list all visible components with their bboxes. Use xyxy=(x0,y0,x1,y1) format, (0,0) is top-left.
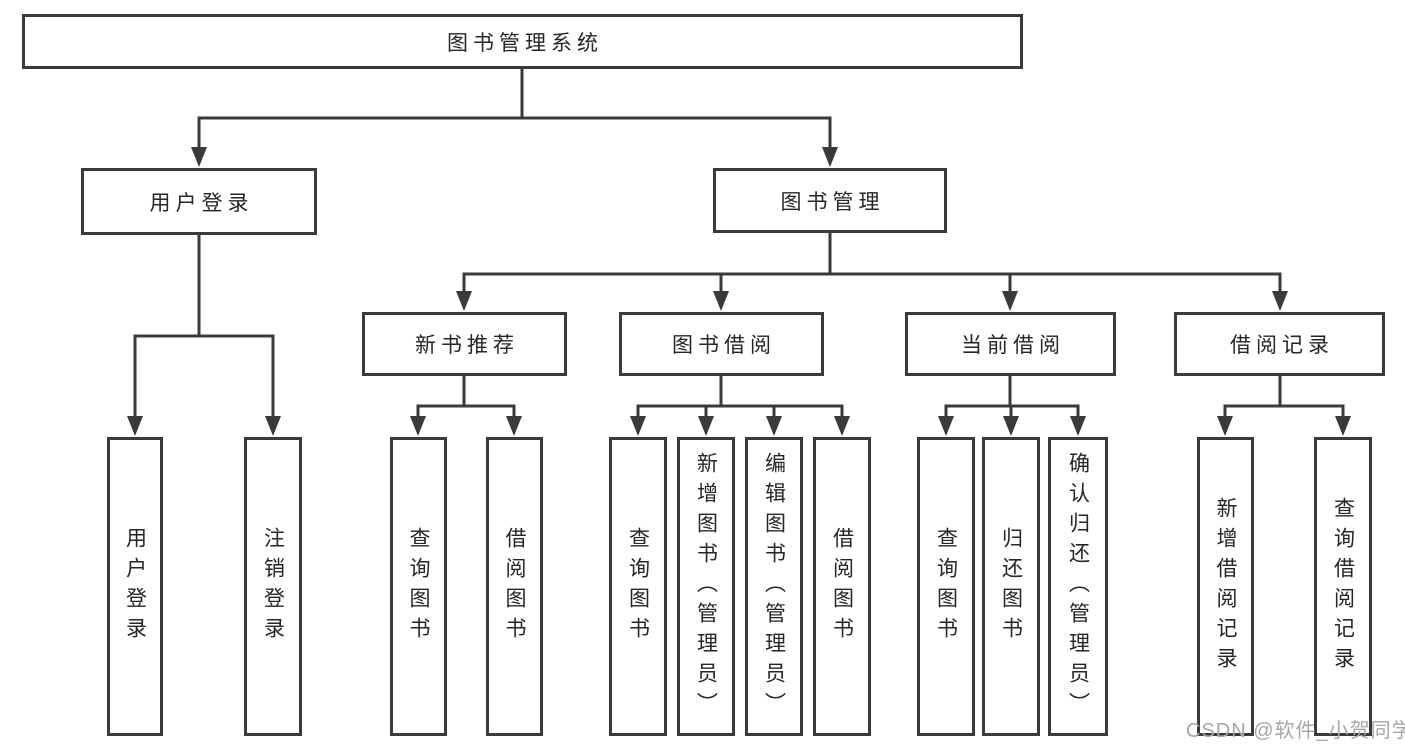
arrow-down-icon xyxy=(1335,416,1351,436)
node-current-borrow: 当前借阅 xyxy=(905,312,1116,376)
leaf-current-confirm-return-admin: 确认归还（管理员） xyxy=(1048,437,1108,736)
node-user-login: 用户登录 xyxy=(81,168,317,235)
arrow-down-icon xyxy=(506,416,522,436)
arrow-down-icon xyxy=(456,291,472,311)
leaf-current-return-book: 归还图书 xyxy=(982,437,1040,736)
arrow-down-icon xyxy=(766,416,782,436)
leaf-recommend-borrow-book: 借阅图书 xyxy=(486,437,543,736)
arrow-down-icon xyxy=(713,291,729,311)
leaf-logout: 注销登录 xyxy=(244,437,302,736)
leaf-recommend-query-book: 查询图书 xyxy=(390,437,447,736)
node-new-book-recommend: 新书推荐 xyxy=(362,312,567,376)
node-book-borrow: 图书借阅 xyxy=(619,312,824,376)
arrow-down-icon xyxy=(265,416,281,436)
leaf-records-query-record: 查询借阅记录 xyxy=(1314,437,1372,736)
leaf-user-login: 用户登录 xyxy=(107,437,163,736)
arrow-down-icon xyxy=(938,416,954,436)
arrow-down-icon xyxy=(127,416,143,436)
leaf-current-query-book: 查询图书 xyxy=(917,437,975,736)
arrow-down-icon xyxy=(630,416,646,436)
leaf-borrow-borrow-book: 借阅图书 xyxy=(813,437,871,736)
arrow-down-icon xyxy=(1003,416,1019,436)
node-book-management: 图书管理 xyxy=(713,168,947,233)
arrow-down-icon xyxy=(698,416,714,436)
arrow-down-icon xyxy=(410,416,426,436)
node-borrow-records: 借阅记录 xyxy=(1174,312,1385,376)
arrow-down-icon xyxy=(191,147,207,167)
leaf-records-add-record: 新增借阅记录 xyxy=(1197,437,1254,736)
arrow-down-icon xyxy=(1217,416,1233,436)
leaf-borrow-query-book: 查询图书 xyxy=(609,437,667,736)
leaf-borrow-add-book-admin: 新增图书（管理员） xyxy=(677,437,735,736)
arrow-down-icon xyxy=(1002,291,1018,311)
arrow-down-icon xyxy=(822,147,838,167)
arrow-down-icon xyxy=(834,416,850,436)
arrow-down-icon xyxy=(1070,416,1086,436)
arrowheads xyxy=(127,147,1351,436)
node-root: 图书管理系统 xyxy=(22,14,1023,69)
leaf-borrow-edit-book-admin: 编辑图书（管理员） xyxy=(745,437,803,736)
arrow-down-icon xyxy=(1272,291,1288,311)
watermark: CSDN @软件_小贺同学 xyxy=(1186,720,1405,742)
